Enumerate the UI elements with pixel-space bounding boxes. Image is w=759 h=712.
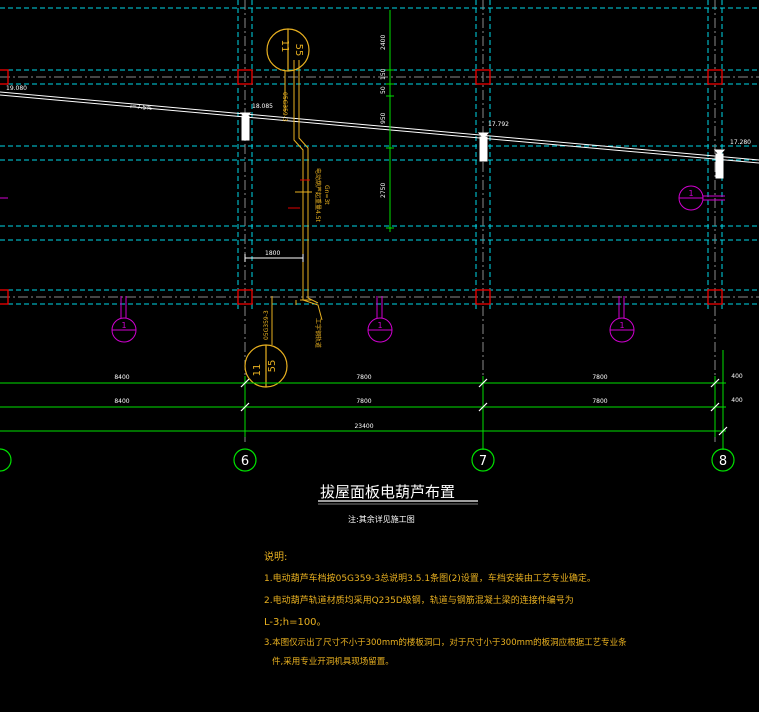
- dim-r2-right: 7800: [592, 398, 607, 405]
- hoist-rail: [293, 60, 323, 321]
- section-1b: 1: [377, 321, 382, 330]
- hoist-markers: [288, 179, 310, 209]
- dim-r2-mid: 7800: [356, 398, 371, 405]
- elev-19080: 19.080: [6, 85, 27, 92]
- notes-heading: 说明:: [264, 552, 288, 563]
- dim-r2-end: 400: [731, 397, 743, 404]
- elev-17280: 17.280: [730, 139, 751, 146]
- vertical-dimension: [386, 10, 394, 232]
- note-line-1: 1.电动葫芦车档按05G359-3总说明3.5.1条图(2)设置，车档安装由工艺…: [264, 574, 596, 584]
- ref-bot-den: 55: [267, 360, 278, 373]
- section-1d: 1: [688, 189, 693, 198]
- dim-2400: 2400: [380, 35, 387, 50]
- note-line-4: 3.本图仅示出了尺寸不小于300mm的楼板洞口，对于尺寸小于300mm的板洞应根…: [264, 638, 627, 648]
- axis-8: 8: [719, 454, 727, 469]
- dimension-rows: [0, 350, 726, 450]
- axis-7: 7: [479, 454, 487, 469]
- ref-top-num: 11: [279, 40, 290, 53]
- dim-2750: 2750: [380, 183, 387, 198]
- section-markers: [0, 185, 725, 343]
- elev-17792: 17.792: [488, 121, 509, 128]
- detail-ref-bottom: 11 55 05G359-3: [244, 296, 288, 388]
- dim-r1-end: 400: [731, 373, 743, 380]
- elevation-marks: [239, 112, 726, 179]
- axis-6: 6: [241, 454, 249, 469]
- detail-ref-top: 11 55 05G359-3: [266, 28, 310, 122]
- dim-50: 50: [380, 86, 387, 94]
- drawing-subtitle: 注:其余详见施工图: [348, 515, 415, 524]
- dim-1800: 1800: [265, 250, 280, 257]
- axis-lines: [0, 0, 759, 445]
- hoist-label: 电动葫芦起重量4.5t: [314, 168, 322, 223]
- elev-18085: 18.085: [252, 103, 273, 110]
- dim-950: 950: [380, 112, 387, 124]
- section-1c: 1: [619, 321, 624, 330]
- title-underline: [318, 500, 478, 505]
- dim-1800-line: [244, 254, 304, 262]
- columns: [0, 69, 723, 305]
- dim-r1-right: 7800: [592, 374, 607, 381]
- note-line-5: 件,采用专业开洞机具现场留置。: [272, 657, 394, 667]
- hoist-height: Gn=3t: [323, 185, 330, 205]
- section-1a: 1: [121, 321, 126, 330]
- ref-bot-num: 11: [252, 364, 263, 377]
- dim-r2-left: 8400: [114, 398, 129, 405]
- dim-total: 23400: [354, 423, 373, 430]
- ref-top-den: 55: [293, 44, 304, 57]
- note-line-3: L-3;h=100。: [264, 617, 327, 628]
- beam-grid: [0, 0, 759, 310]
- slope-line: [0, 91, 759, 164]
- axis-bubbles: [0, 448, 735, 472]
- ref-bot-code: 05G359-3: [263, 310, 270, 340]
- rail-label: 工字钢轨道: [314, 318, 322, 348]
- drawing-title: 拔屋面板电葫芦布置: [320, 483, 456, 501]
- elev-slope: i=7.5%: [130, 103, 153, 112]
- note-line-2: 2.电动葫芦轨道材质均采用Q235D级钢，轨道与钢筋混凝土梁的连接件编号为: [264, 596, 574, 606]
- dim-r1-mid: 7800: [356, 374, 371, 381]
- dim-r1-left: 8400: [114, 374, 129, 381]
- ref-top-code: 05G359-3: [281, 92, 288, 122]
- dimension-ticks: [240, 378, 728, 436]
- dim-150: 150: [380, 68, 387, 80]
